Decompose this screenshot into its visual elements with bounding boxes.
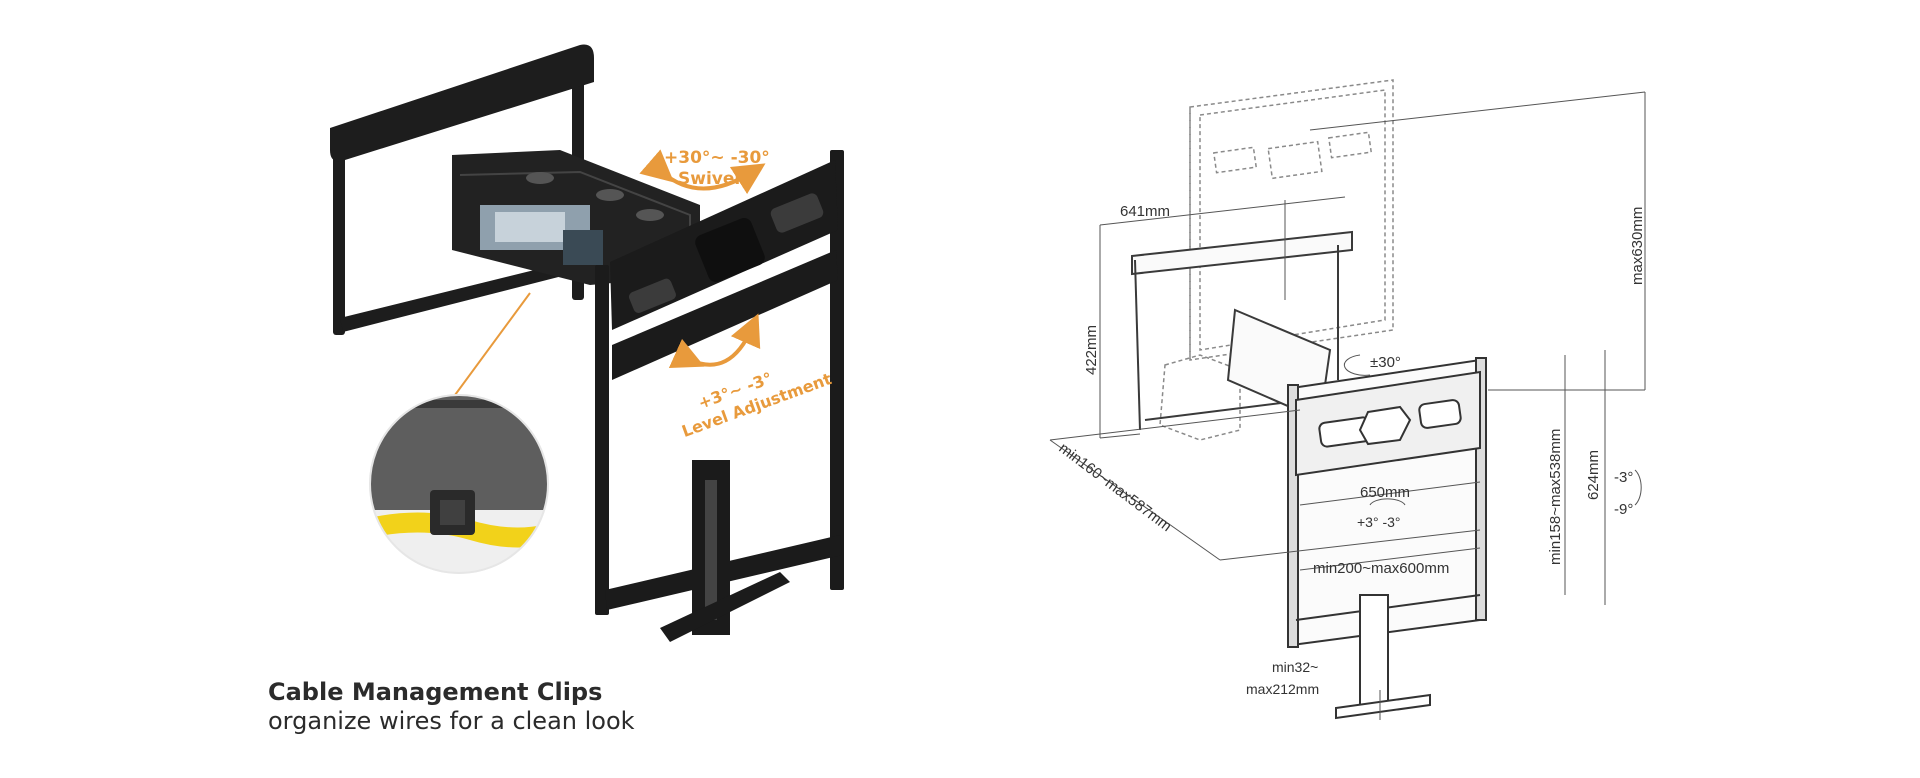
dimension-lines (1049, 91, 1646, 720)
level-arrow-icon (668, 313, 761, 369)
dim-624mm: 624mm (1585, 450, 1602, 500)
caption-subtitle: organize wires for a clean look (268, 707, 635, 735)
extension-arm (452, 150, 700, 285)
dim-max630mm: max630mm (1629, 207, 1646, 285)
cable-clip-zoom (369, 394, 549, 574)
dim-641mm: 641mm (1120, 203, 1170, 220)
front-plate (1287, 357, 1487, 720)
swivel-annotation: +30°~ -30° Swivel (639, 148, 770, 195)
dim-422mm: 422mm (1083, 325, 1100, 375)
ghost-plates (1159, 79, 1394, 441)
dim-tilt-b: -9° (1614, 501, 1633, 518)
dim-depth: min160~max587mm (1056, 440, 1175, 536)
level-annotation: +3°~ -3° Level Adjustment (668, 313, 834, 441)
dim-swivel: ±30° (1370, 354, 1401, 371)
callout-line (454, 292, 531, 396)
dim-shelf-min: min32~ (1272, 659, 1318, 675)
swivel-range-label: +30°~ -30° (664, 148, 770, 168)
technical-drawing: 641mm 422mm max630mm ±30° min160~max587m… (1049, 79, 1646, 720)
dim-tilt-a: -3° (1614, 469, 1633, 486)
swivel-arrow-icon (639, 149, 766, 195)
dim-tilt-small: +3° -3° (1357, 514, 1401, 530)
caption-title: Cable Management Clips (268, 678, 603, 706)
dim-650mm: 650mm (1360, 484, 1410, 501)
dim-vesa-height: min158~max538mm (1547, 429, 1564, 565)
dim-shelf-max: max212mm (1246, 681, 1319, 697)
mount-product-render: +30°~ -30° Swivel +3°~ -3° Level Adjustm… (330, 44, 844, 642)
dim-vesa-width: min200~max600mm (1313, 560, 1449, 577)
